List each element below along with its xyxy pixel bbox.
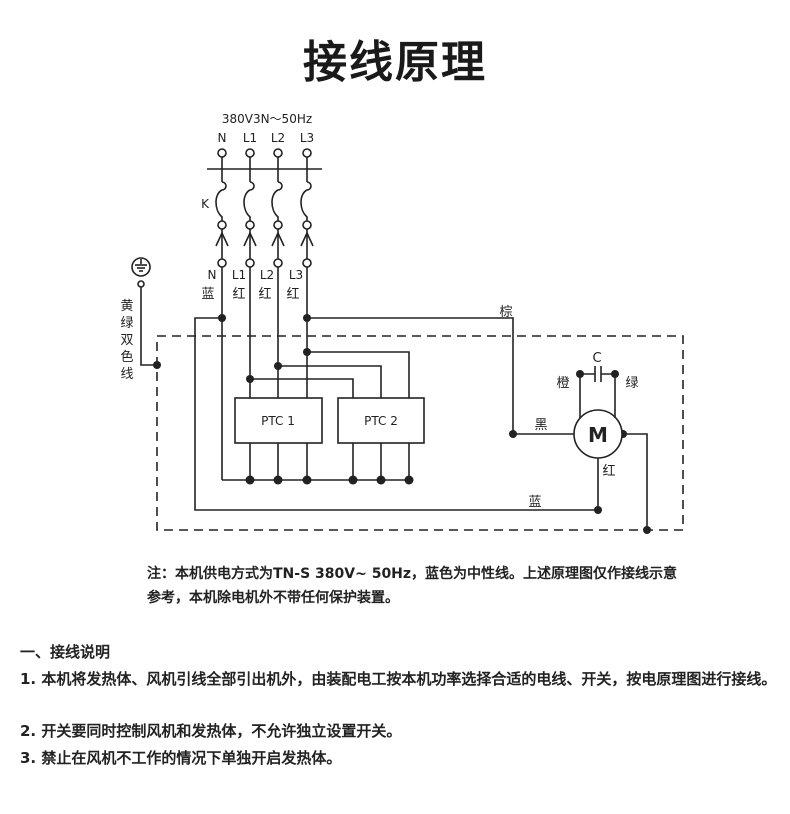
ground-icon [131,257,151,288]
ptc2-label: PTC 2 [364,414,398,428]
ground-wire-label: 黄 绿 双 色 线 [120,299,133,382]
red-label: 红 [602,463,615,479]
ptc1-heater [234,397,323,444]
line-n [215,148,229,480]
instructions-heading: 一、接线说明 [20,643,111,661]
motor-label: M [588,423,608,447]
ground-label-char: 黄 [120,299,133,314]
ground-label-char: 绿 [120,316,133,331]
orange-label: 橙 [556,376,569,391]
diagram-note: 注：本机供电方式为TN-S 380V~ 50Hz，蓝色为中性线。上述原理图仅作接… [147,562,707,610]
black-label: 黑 [534,418,547,433]
out-label-l3: L3 [289,268,303,282]
out-label-n: N [208,268,217,282]
supply-label: 380V3N～50Hz [222,112,312,126]
wire-l2-ptc2 [278,365,382,398]
brown-black-wire [307,317,574,435]
capacitor-label: C [592,351,601,366]
wiring-diagram: 380V3N～50Hz N L1 L2 L3 K N L1 L2 L3 蓝 红 … [120,112,684,534]
ground-label-char: 双 [120,333,133,348]
note-line-2: 参考，本机除电机外不带任何保护装置。 [147,590,399,606]
instruction-item-2: 2. 开关要同时控制风机和发热体，不允许独立设置开关。 [20,722,402,740]
ptc1-label: PTC 1 [261,414,295,428]
switch-label: K [201,197,210,211]
wire-color-l3: 红 [286,286,299,302]
out-label-l2: L2 [260,268,274,282]
wire-color-l1: 红 [232,286,245,302]
ground-wire [140,287,157,366]
ground-label-char: 线 [120,367,133,382]
blue-label: 蓝 [528,495,541,510]
note-line-1: 注：本机供电方式为TN-S 380V~ 50Hz，蓝色为中性线。上述原理图仅作接… [147,566,678,582]
wire-l1-ptc2 [250,378,354,398]
capacitor-icon [579,366,616,418]
green-label: 绿 [625,376,638,391]
out-label-l1: L1 [232,268,246,282]
page-title: 接线原理 [303,37,487,88]
motor-ground-wire [623,433,648,530]
wire-color-l2: 红 [258,286,271,302]
ground-label-char: 色 [120,349,133,365]
brown-label: 棕 [499,305,512,320]
ptc2-heater [337,397,425,444]
terminal-label-l1: L1 [243,131,257,145]
instruction-item-3: 3. 禁止在风机不工作的情况下单独开启发热体。 [20,749,342,767]
line-l2 [271,148,285,398]
instruction-item-1: 1. 本机将发热体、风机引线全部引出机外，由装配电工按本机功率选择合适的电线、开… [20,670,777,688]
terminal-label-l2: L2 [271,131,285,145]
wire-color-n: 蓝 [201,287,214,302]
terminal-label-l3: L3 [300,131,314,145]
wire-l3-ptc2 [307,351,410,398]
line-l3 [300,148,314,398]
terminal-label-n: N [218,131,227,145]
blue-neutral-wire [194,317,598,511]
enclosure-boundary [156,335,684,531]
ptc-bottom-leads [249,443,410,480]
